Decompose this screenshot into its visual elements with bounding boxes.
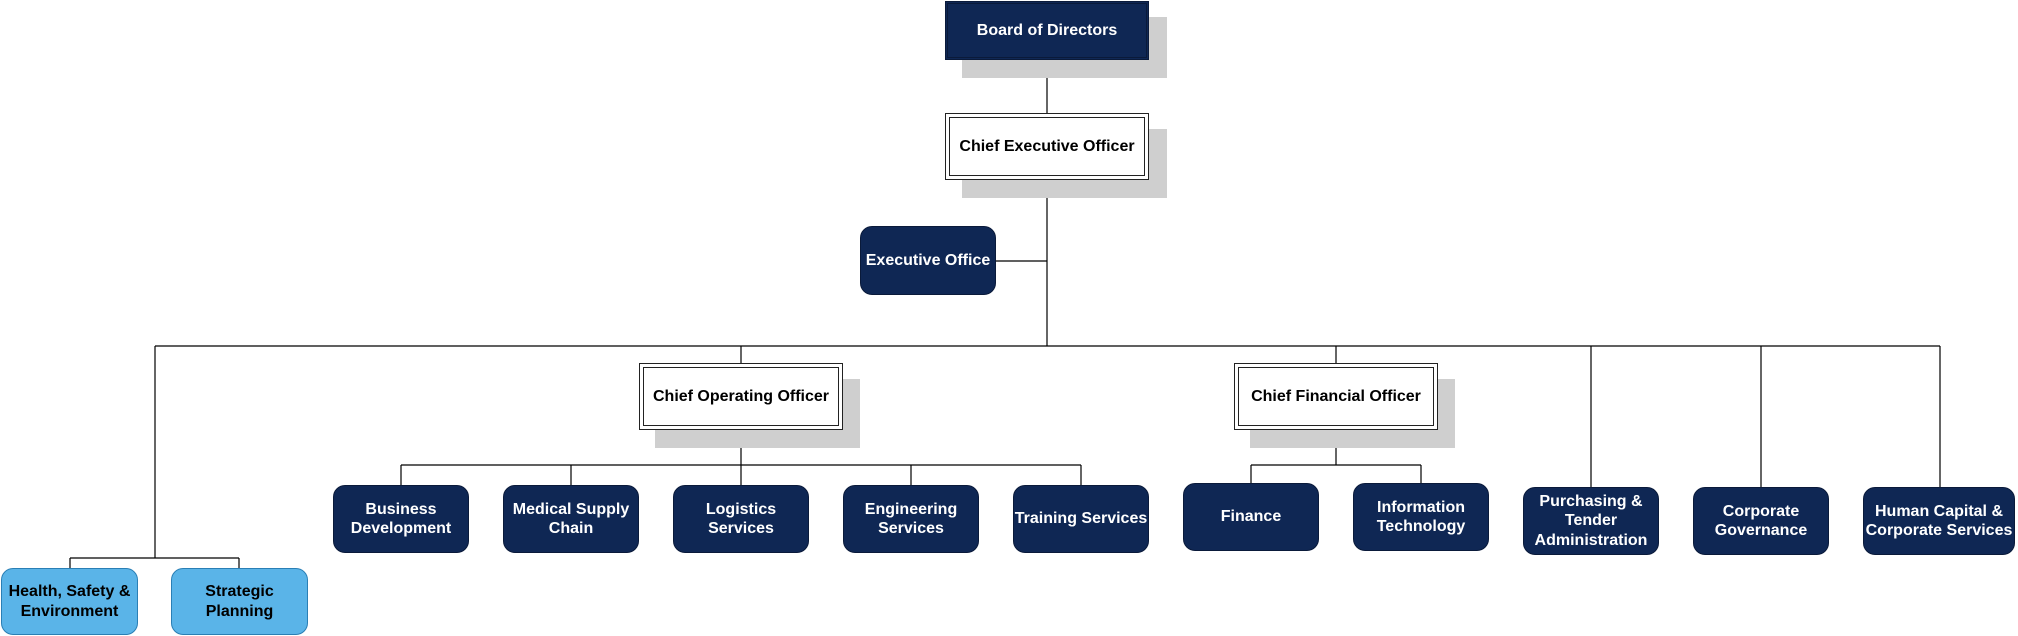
unit-label: Health, Safety & Environment <box>8 583 131 620</box>
board-of-directors-label: Board of Directors <box>976 21 1118 39</box>
cfo-box: Chief Financial Officer <box>1234 363 1438 430</box>
information-technology-box: Information Technology <box>1353 483 1489 551</box>
ceo-label: Chief Executive Officer <box>959 137 1135 155</box>
training-services-box: Training Services <box>1013 485 1149 553</box>
unit-label: Medical Supply Chain <box>512 500 630 537</box>
unit-label: Purchasing & Tender Administration <box>1534 493 1648 549</box>
logistics-services-box: Logistics Services <box>673 485 809 553</box>
unit-label: Human Capital & Corporate Services <box>1865 502 2013 539</box>
board-of-directors-box: Board of Directors <box>945 1 1149 60</box>
unit-label: Corporate Governance <box>1714 502 1808 539</box>
corporate-governance-box: Corporate Governance <box>1693 487 1829 555</box>
executive-office-label: Executive Office <box>865 251 991 269</box>
purchasing-tender-administration-box: Purchasing & Tender Administration <box>1523 487 1659 555</box>
ceo-box: Chief Executive Officer <box>945 113 1149 180</box>
unit-label: Logistics Services <box>705 500 777 537</box>
human-capital-corporate-services-box: Human Capital & Corporate Services <box>1863 487 2015 555</box>
unit-label: Training Services <box>1014 510 1148 528</box>
finance-box: Finance <box>1183 483 1319 551</box>
unit-label: Business Development <box>350 500 452 537</box>
coo-label: Chief Operating Officer <box>652 387 830 405</box>
executive-office-box: Executive Office <box>860 226 996 295</box>
cfo-label: Chief Financial Officer <box>1251 387 1421 405</box>
business-development-box: Business Development <box>333 485 469 553</box>
unit-label: Information Technology <box>1376 498 1466 535</box>
unit-label: Finance <box>1220 508 1282 526</box>
engineering-services-box: Engineering Services <box>843 485 979 553</box>
medical-supply-chain-box: Medical Supply Chain <box>503 485 639 553</box>
unit-label: Engineering Services <box>864 500 958 537</box>
unit-label: Strategic Planning <box>205 583 274 620</box>
coo-box: Chief Operating Officer <box>639 363 843 430</box>
strategic-planning-box: Strategic Planning <box>171 568 308 635</box>
health-safety-environment-box: Health, Safety & Environment <box>1 568 138 635</box>
